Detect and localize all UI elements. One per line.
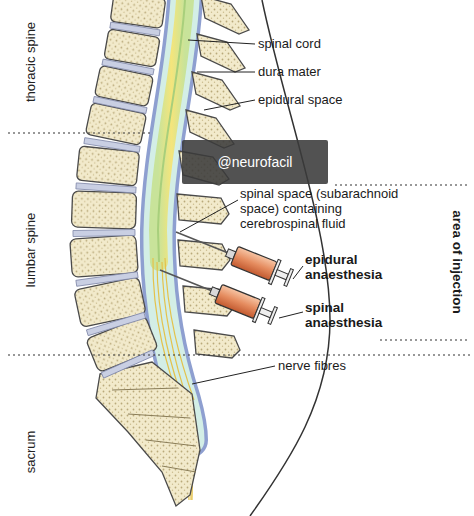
region-label: area of injection	[450, 210, 465, 314]
cord-center	[158, 0, 185, 262]
part-label: spinal space (subarachnoid space) contai…	[240, 186, 405, 231]
sacral-segments	[112, 388, 196, 472]
watermark: @neurofacil	[182, 140, 328, 184]
intervertebral-discs	[73, 22, 160, 378]
region-dividers	[8, 133, 470, 355]
region-label: sacrum	[23, 431, 38, 474]
part-label: nerve fibres	[278, 358, 346, 373]
part-label: spinal cord	[258, 36, 321, 51]
spinal-syringe	[155, 258, 279, 328]
part-label: dura mater	[258, 64, 321, 79]
spinal-cord	[158, 0, 185, 262]
region-label: thoracic spine	[23, 22, 38, 102]
procedure-label: spinal anaesthesia	[305, 300, 405, 330]
part-label: epidural space	[258, 92, 343, 107]
procedure-label: epidural anaesthesia	[305, 252, 405, 282]
region-label: lumbar spine	[23, 213, 38, 287]
